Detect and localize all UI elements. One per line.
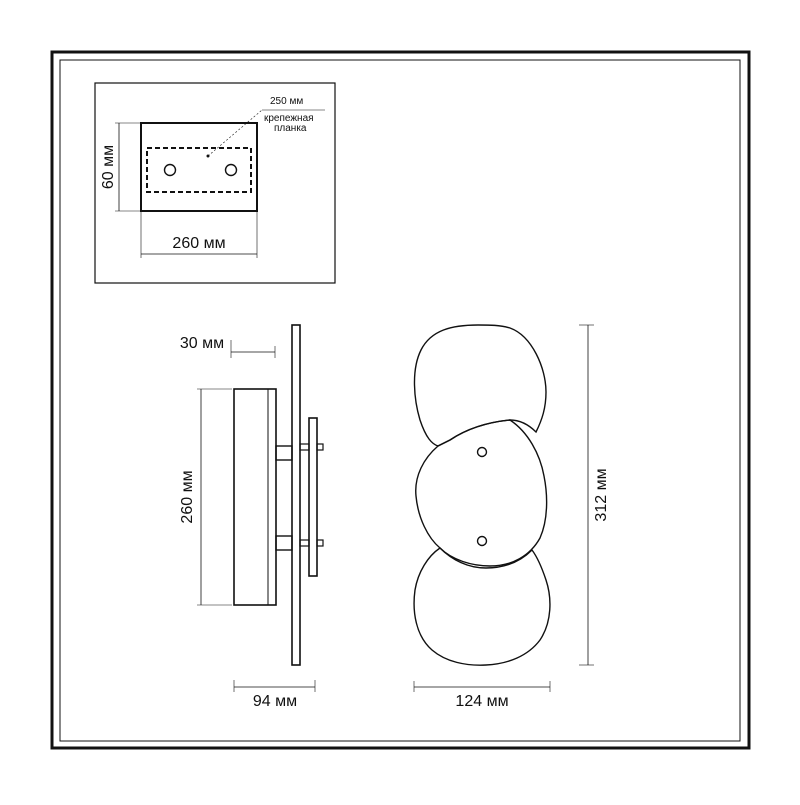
plate-name-line1: крепежная (264, 113, 314, 124)
fixing-screw-top (476, 446, 488, 458)
upper-arm (275, 445, 293, 461)
fixing-screw-bottom (476, 535, 488, 547)
plate-name-line2: планка (274, 123, 307, 134)
front-width-label: 124 мм (455, 693, 508, 710)
inset-border (94, 82, 336, 284)
mounting-hole-right (224, 163, 238, 177)
upper-spacer (299, 443, 310, 451)
lower-arm (275, 535, 293, 551)
lower-cap (316, 539, 324, 547)
inset-height-label: 60 мм (100, 145, 117, 189)
front-disc-profile (308, 417, 318, 577)
side-width-label: 94 мм (253, 693, 297, 710)
plate-width-label: 250 мм (270, 96, 303, 107)
side-view: 30 мм 260 мм 94 мм (179, 324, 324, 710)
lower-spacer (299, 539, 310, 547)
front-view: 124 мм 312 мм (413, 324, 610, 710)
bottom-glass-disc (413, 547, 551, 666)
side-depth-label: 30 мм (180, 335, 224, 352)
side-height-label: 260 мм (179, 470, 196, 523)
mounting-hole-left (163, 163, 177, 177)
mounting-plate (146, 147, 252, 193)
inner-frame (59, 59, 741, 742)
upper-cap (316, 443, 324, 451)
rear-disc-profile (291, 324, 301, 666)
wall-base (233, 388, 277, 606)
middle-glass-disc (415, 419, 548, 567)
outer-frame (50, 50, 751, 750)
inset-width-label: 260 мм (172, 235, 225, 252)
top-glass-disc (413, 324, 547, 447)
base-plate (140, 122, 258, 212)
front-height-label: 312 мм (593, 468, 610, 521)
inset-panel: 250 мм крепежная планка 60 мм 260 мм (94, 82, 336, 284)
leader-line (207, 109, 263, 157)
